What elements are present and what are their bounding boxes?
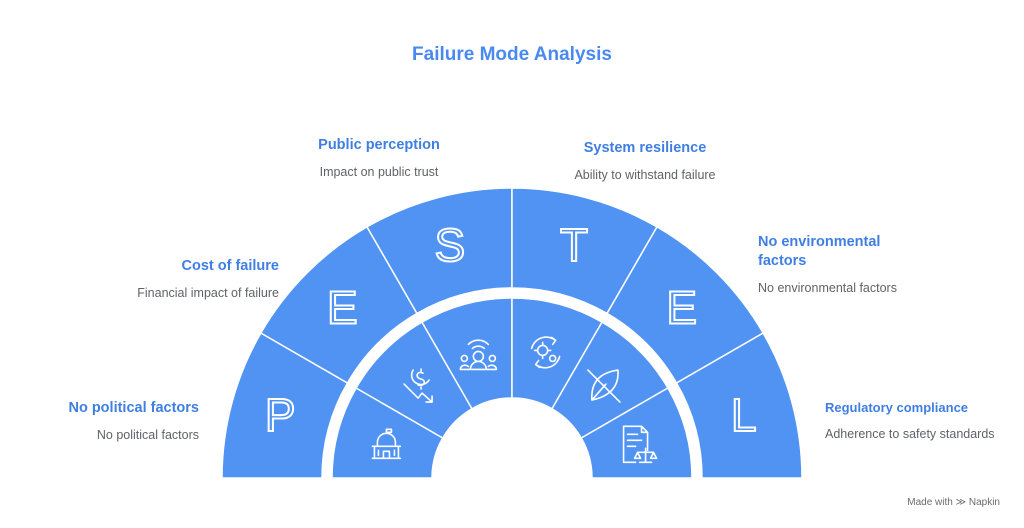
pestel-segment: T: [511, 187, 659, 410]
segment-heading: Regulatory compliance: [825, 400, 969, 415]
segment-heading: Cost of failure: [181, 258, 279, 274]
segment-heading: System resilience: [583, 140, 707, 156]
pestel-segment: L: [580, 331, 803, 479]
pestel-segment: P: [221, 331, 444, 479]
crossed-leaf-icon: [587, 369, 621, 403]
segment-description: No political factors: [96, 427, 199, 442]
segment-description: Financial impact of failure: [137, 285, 279, 300]
segment-label-technological: System resilience Ability to withstand f…: [535, 139, 755, 182]
segment-letter: S: [435, 219, 466, 271]
segment-label-environmental: No environmental factors No environmenta…: [758, 233, 918, 295]
segment-description: Impact on public trust: [319, 164, 439, 179]
segment-description: Adherence to safety standards: [825, 426, 995, 441]
segment-letter: E: [666, 281, 697, 333]
pestel-segment: S: [365, 187, 513, 410]
dollar-decline-icon: [403, 368, 433, 403]
segment-letter: E: [327, 281, 358, 333]
outer-segment: [675, 331, 803, 479]
segment-heading: Public perception: [318, 137, 440, 153]
legal-document-icon: [622, 425, 658, 464]
segment-letter: L: [731, 389, 757, 441]
capitol-building-icon: [371, 428, 402, 460]
segment-letter: P: [265, 389, 296, 441]
pestel-segment: E: [259, 225, 474, 440]
segment-description: No environmental factors: [758, 280, 897, 295]
segment-description: Ability to withstand failure: [574, 167, 716, 182]
segment-heading: No political factors: [68, 400, 199, 416]
segment-letter: T: [560, 219, 588, 271]
segment-heading: No environmental factors: [758, 234, 881, 269]
segment-label-social: Public perception Impact on public trust: [269, 136, 489, 179]
inner-segment: [580, 386, 693, 479]
pestel-segment: E: [550, 225, 765, 440]
segment-label-economic: Cost of failure Financial impact of fail…: [59, 257, 279, 300]
napkin-footer: Made with ≫ Napkin: [907, 497, 1000, 508]
page-title: Failure Mode Analysis: [412, 44, 612, 65]
segment-label-legal: Regulatory compliance Adherence to safet…: [825, 400, 1015, 441]
segment-label-political: No political factors No political factor…: [0, 399, 199, 442]
people-broadcast-icon: [459, 339, 498, 371]
gears-cycle-icon: [530, 336, 561, 369]
